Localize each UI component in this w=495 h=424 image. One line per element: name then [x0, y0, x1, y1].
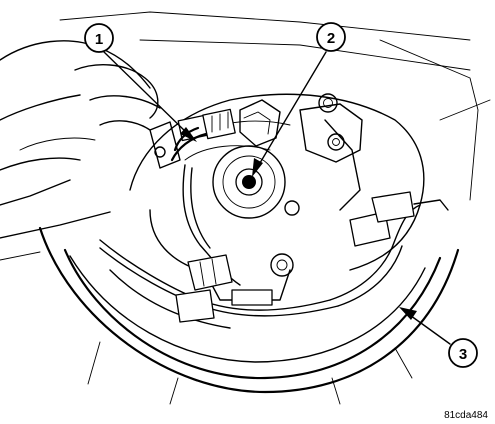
steering-column-shaft-nut	[235, 168, 263, 196]
clockspring	[212, 93, 363, 219]
callout-1: 1	[84, 23, 197, 142]
callout-1-label: 1	[95, 31, 103, 48]
wiring-harness	[99, 164, 449, 329]
dashboard-trim	[0, 11, 491, 261]
steering-wheel-rim	[38, 226, 460, 405]
hand	[0, 40, 161, 171]
callout-3-label: 3	[459, 346, 467, 363]
figure-code: 81cda484	[444, 410, 488, 421]
callout-2-label: 2	[327, 30, 335, 47]
callout-3: 3	[399, 307, 478, 368]
wire-harness-connector	[149, 108, 236, 169]
callout-2: 2	[252, 22, 346, 177]
